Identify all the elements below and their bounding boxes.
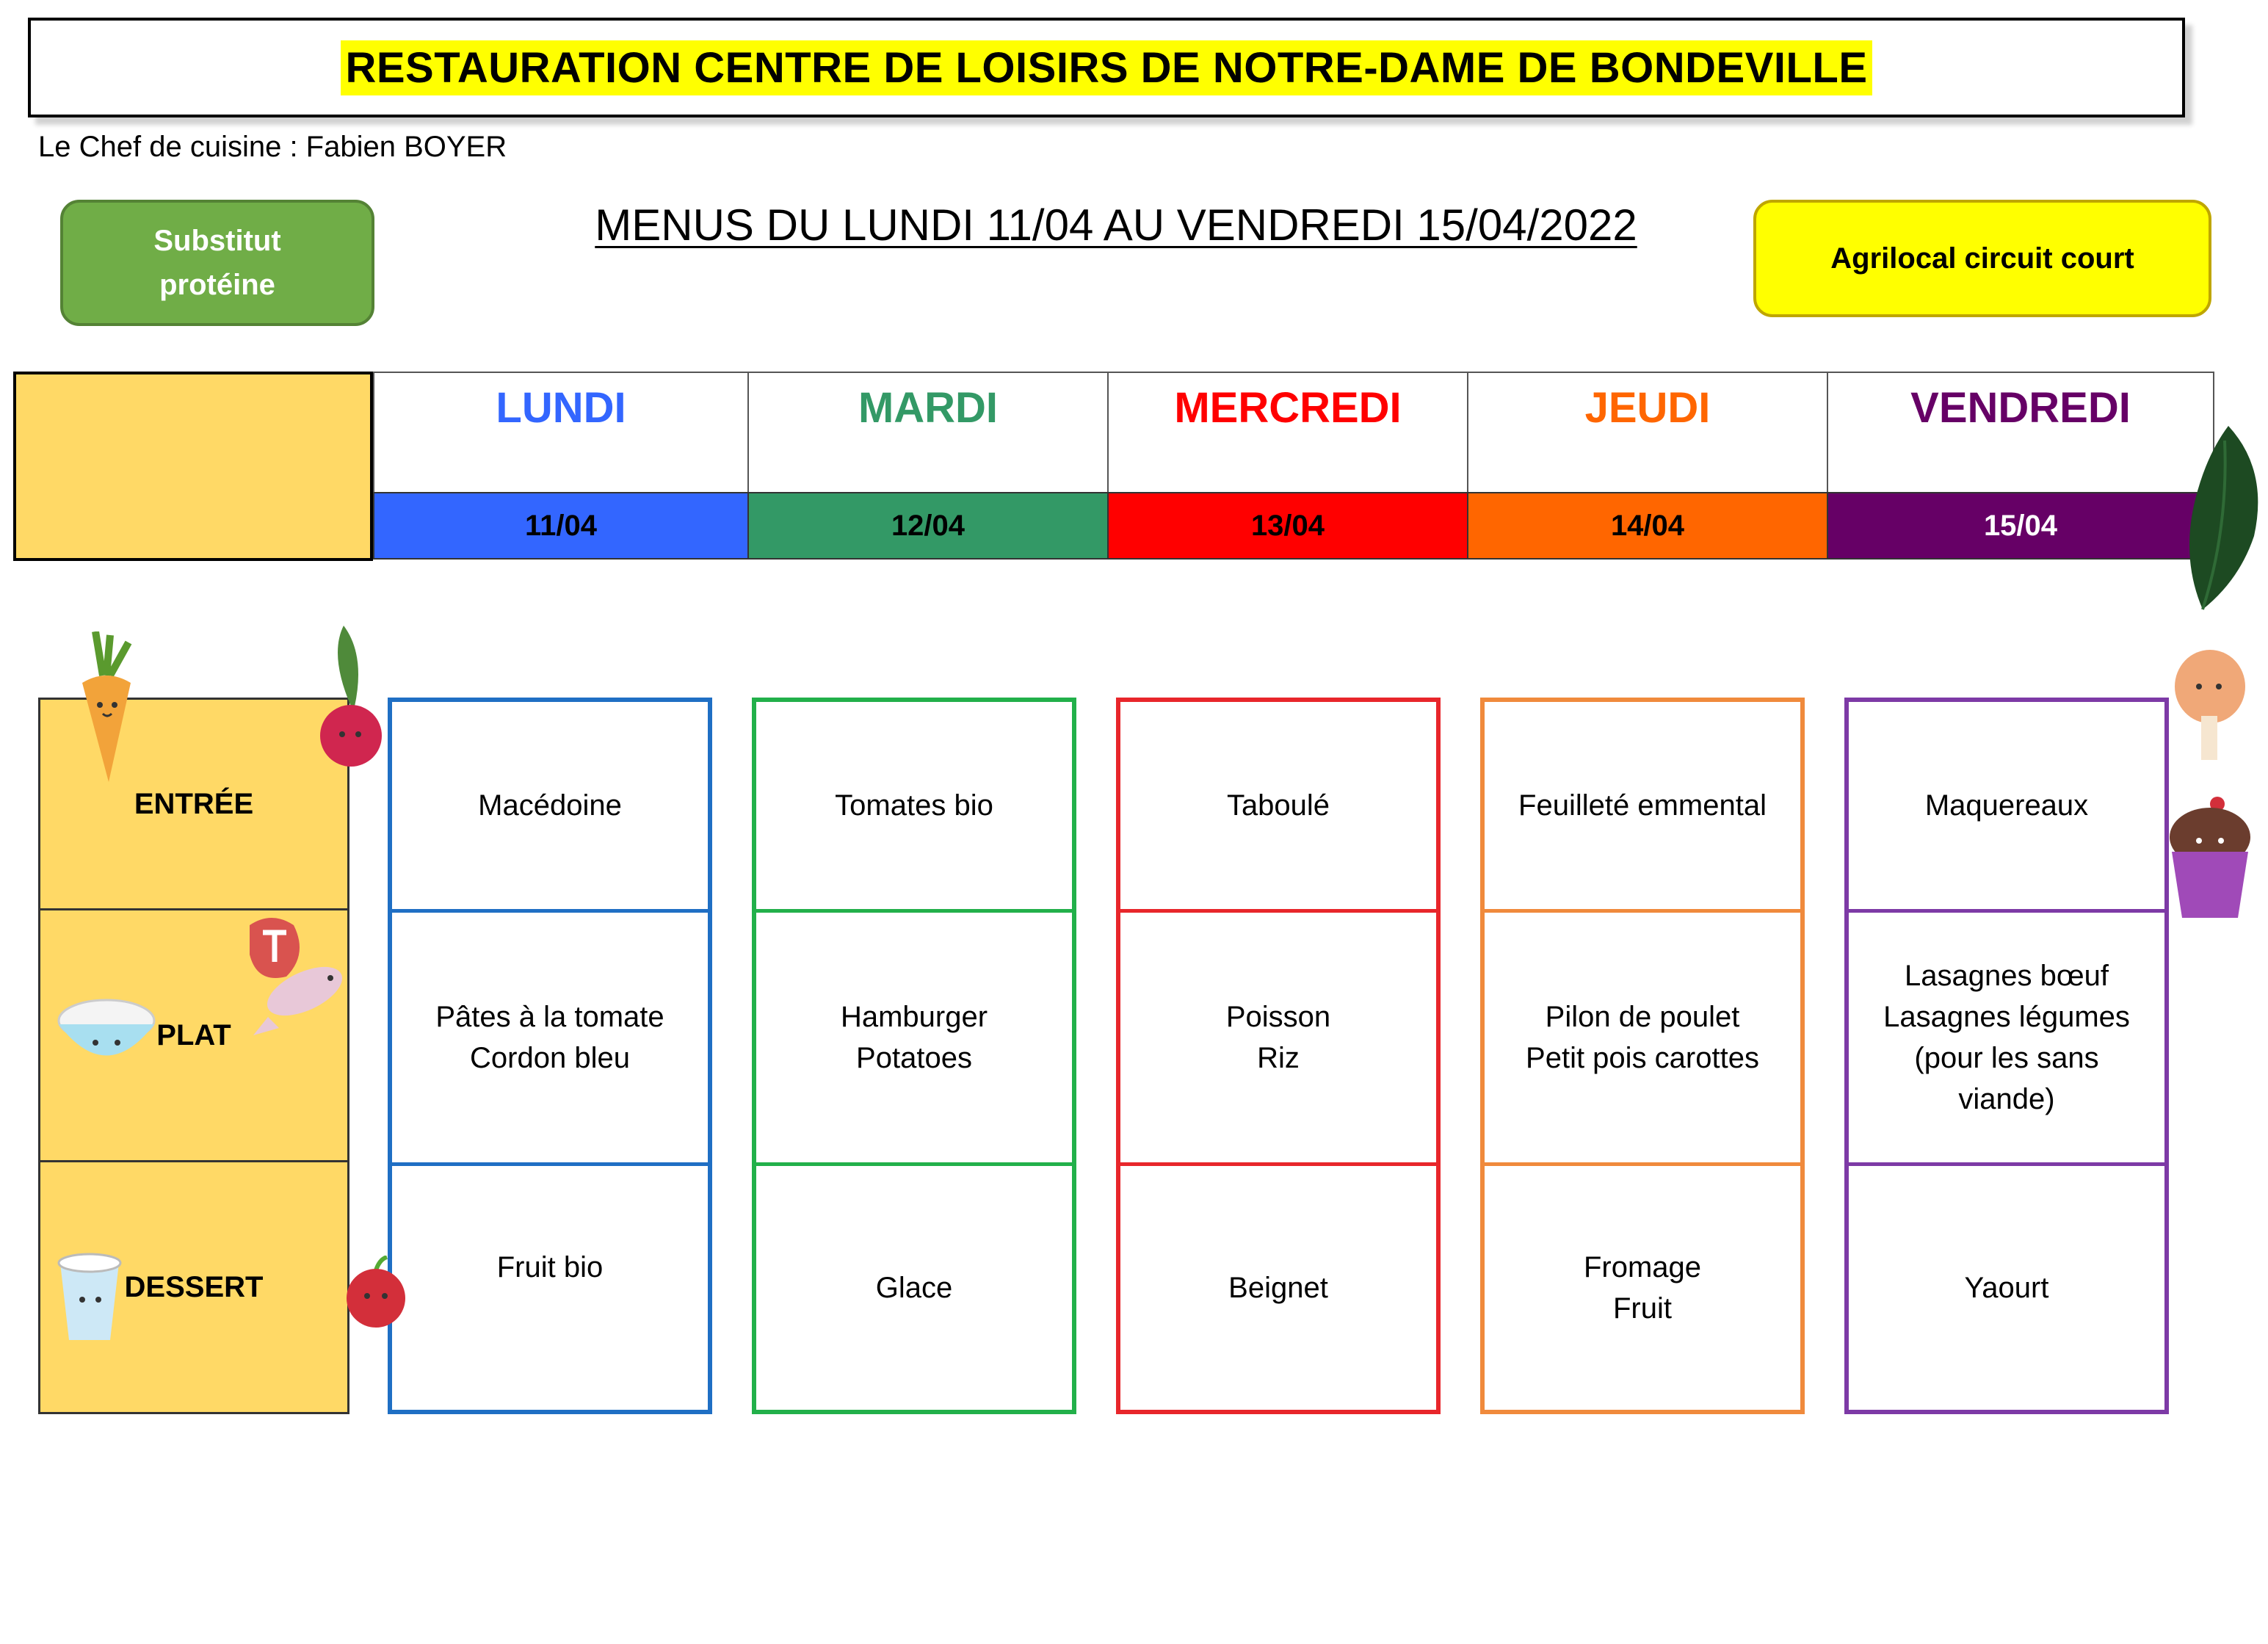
- menu-item-plat: Poisson Riz: [1225, 1001, 1331, 1074]
- menu-item-dessert: Glace: [875, 1272, 953, 1304]
- menu-divider: [1849, 909, 2164, 913]
- menu-divider: [756, 1162, 1072, 1166]
- yogurt-icon: [57, 1253, 122, 1340]
- menu-period-text: MENUS DU LUNDI 11/04 AU VENDREDI 15/04/2…: [595, 200, 1637, 250]
- day-column-jeudi: JEUDI 14/04: [1467, 372, 1828, 560]
- day-date: 11/04: [373, 492, 749, 560]
- day-column-vendredi: VENDREDI 15/04: [1827, 372, 2214, 560]
- day-date: 14/04: [1467, 492, 1828, 560]
- day-column-mercredi: MERCREDI 13/04: [1107, 372, 1468, 560]
- menu-item-entree: Feuilleté emmental: [1518, 789, 1767, 822]
- spinach-leaf-icon: [2189, 426, 2258, 610]
- carrot-icon: [82, 631, 132, 782]
- title-banner: RESTAURATION CENTRE DE LOISIRS DE NOTRE-…: [28, 18, 2185, 117]
- menu-item-plat: Pilon de poulet Petit pois carottes: [1526, 1001, 1759, 1074]
- menu-divider: [1485, 909, 1800, 913]
- page-title: RESTAURATION CENTRE DE LOISIRS DE NOTRE-…: [341, 40, 1872, 95]
- menu-divider: [756, 909, 1072, 913]
- chef-credit: Le Chef de cuisine : Fabien BOYER: [38, 131, 507, 163]
- menu-item-plat: Hamburger Potatoes: [840, 1001, 988, 1074]
- header-corner-cell: [13, 372, 373, 561]
- day-name: VENDREDI: [1910, 384, 2131, 432]
- apple-icon: [347, 1256, 405, 1328]
- category-entree: ENTRÉE: [38, 698, 349, 910]
- menu-item-dessert: Beignet: [1228, 1272, 1328, 1304]
- menu-item-entree: Taboulé: [1226, 789, 1330, 822]
- menu-item-dessert: Fruit bio: [496, 1251, 604, 1283]
- menu-item-entree: Tomates bio: [835, 789, 993, 822]
- legend-agrilocal: Agrilocal circuit court: [1753, 200, 2211, 317]
- category-label: DESSERT: [124, 1270, 264, 1303]
- category-label: ENTRÉE: [134, 787, 254, 820]
- radish-icon: [320, 626, 382, 767]
- day-column-mardi: MARDI 12/04: [747, 372, 1109, 560]
- day-date: 15/04: [1827, 492, 2214, 560]
- menu-divider: [1120, 1162, 1436, 1166]
- day-name: JEUDI: [1584, 384, 1711, 432]
- day-name: LUNDI: [496, 384, 626, 432]
- day-name: MARDI: [858, 384, 999, 432]
- steak-icon: [250, 918, 300, 978]
- menu-item-plat: Lasagnes bœuf Lasagnes légumes (pour les…: [1883, 960, 2130, 1115]
- menu-divider: [1485, 1162, 1800, 1166]
- day-name: MERCREDI: [1174, 384, 1402, 432]
- menu-item-entree: Maquereaux: [1924, 789, 2089, 822]
- category-label: PLAT: [156, 1018, 231, 1051]
- day-date: 12/04: [747, 492, 1109, 560]
- menu-item-plat: Pâtes à la tomate Cordon bleu: [435, 1001, 664, 1074]
- menu-divider: [1849, 1162, 2164, 1166]
- menu-item-entree: Macédoine: [478, 789, 622, 822]
- menu-item-dessert: Yaourt: [1964, 1272, 2049, 1304]
- menu-divider: [1120, 909, 1436, 913]
- category-dessert: DESSERT: [38, 1160, 349, 1414]
- fish-icon: [253, 966, 343, 1035]
- day-column-lundi: LUNDI 11/04: [373, 372, 749, 560]
- legend-substitut-proteine: Substitut protéine: [60, 200, 374, 326]
- menu-divider: [392, 909, 708, 913]
- menu-item-dessert: Fromage Fruit: [1583, 1251, 1702, 1325]
- day-date: 13/04: [1107, 492, 1468, 560]
- cupcake-icon: [2170, 797, 2250, 918]
- drumstick-icon: [2175, 650, 2245, 760]
- menu-divider: [392, 1162, 708, 1166]
- rice-bowl-icon: [57, 999, 156, 1056]
- menu-period-title: MENUS DU LUNDI 11/04 AU VENDREDI 15/04/2…: [441, 200, 1791, 250]
